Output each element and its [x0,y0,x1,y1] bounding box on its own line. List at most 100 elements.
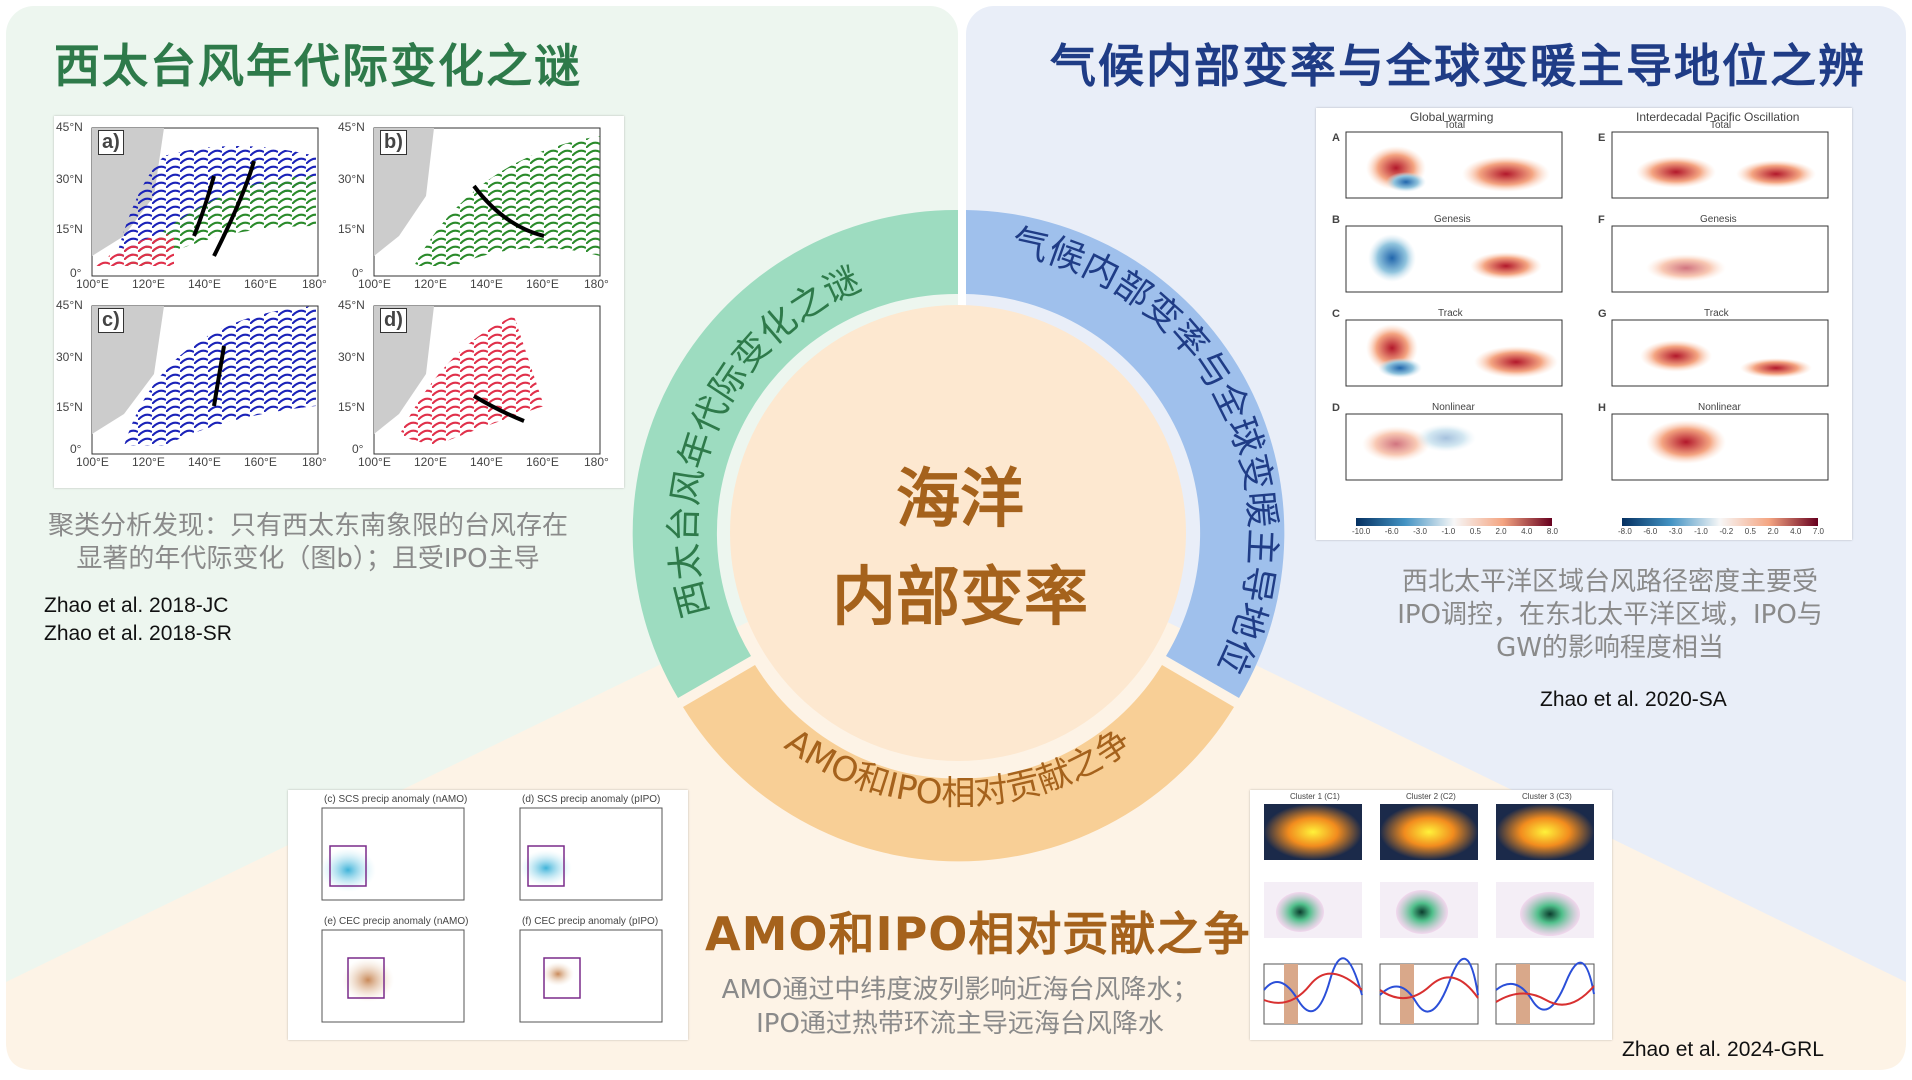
lon-label: 100°E [358,455,391,469]
bottom-desc-line2: IPO通过热带环流主导远海台风降水 [756,1009,1164,1039]
cbar-tick: -6.0 [1643,527,1658,536]
cluster-rainfall-figure: Cluster 1 (C1) Cluster 2 (C2) Cluster 3 … [1250,790,1612,1040]
lon-label: 100°E [76,277,109,291]
topright-desc-line3: GW的影响程度相当 [1496,633,1724,663]
panel-letter: E [1598,132,1606,144]
precip-panel-title: (e) CEC precip anomaly (nAMO) [324,916,469,927]
panel-letter: C [1332,308,1340,320]
lon-label: 160°E [526,455,559,469]
center-title-line2: 内部变率 [832,561,1088,635]
lon-label: 180° [584,455,609,469]
lat-label: 15°N [56,400,83,414]
cbar-tick: 2.0 [1767,527,1779,536]
panel-a-label: a) [98,130,124,155]
typhoon-cluster-plot [91,127,601,455]
topleft-desc-line1: 聚类分析发现：只有西太东南象限的台风存在 [47,511,568,541]
precip-panel-title: (f) CEC precip anomaly (pIPO) [522,916,659,927]
lon-label: 140°E [470,455,503,469]
lon-label: 120°E [132,455,165,469]
lat-label: 30°N [56,172,83,186]
cbar-tick: -1.0 [1694,527,1708,536]
lon-label: 100°E [76,455,109,469]
cbar-tick: -8.0 [1618,527,1632,536]
cbar-tick: -3.0 [1668,527,1683,536]
lon-label: 160°E [526,277,559,291]
gw-column-title: Global warming [1410,110,1494,124]
topleft-ref-2: Zhao et al. 2018-SR [44,622,232,645]
lon-label: 180° [584,277,609,291]
panel-b-label: b) [380,130,407,155]
panel-letter: D [1332,402,1340,414]
topright-desc-line1: 西北太平洋区域台风路径密度主要受 [1401,567,1818,597]
lon-label: 100°E [358,277,391,291]
row-label: Genesis [1434,214,1471,225]
topright-ref: Zhao et al. 2020-SA [1540,688,1727,711]
lon-label: 160°E [244,455,277,469]
lon-label: 140°E [188,277,221,291]
precip-anomaly-maps [320,807,663,1023]
lat-label: 30°N [338,350,365,364]
cluster-title: Cluster 1 (C1) [1290,792,1340,801]
gw-ipo-density-maps [1345,131,1829,526]
panel-letter: A [1332,132,1340,144]
cbar-tick: 0.5 [1469,527,1481,536]
topright-desc-line2: IPO调控，在东北太平洋区域，IPO与 [1397,600,1823,630]
panel-letter: G [1598,308,1607,320]
ring-green-segment [632,209,958,698]
cbar-tick: 7.0 [1812,527,1824,536]
precip-panel-title: (c) SCS precip anomaly (nAMO) [324,794,468,805]
lat-label: 15°N [338,222,365,236]
row-label: Nonlinear [1698,402,1741,413]
center-disc [730,305,1186,761]
lon-label: 120°E [414,277,447,291]
ring-blue-segment [966,210,1285,698]
cbar-tick: 4.0 [1521,527,1533,536]
topleft-title: 西太台风年代际变化之谜 [54,39,582,93]
lat-label: 0° [70,266,82,280]
cbar-tick: -10.0 [1352,527,1371,536]
row-label: Total [1444,120,1466,131]
bottom-title: AMO和IPO相对贡献之争 [705,907,1251,961]
cbar-tick: -1.0 [1441,527,1456,536]
cbar-tick: 0.5 [1744,527,1756,536]
lat-label: 0° [352,442,364,456]
panel-letter: H [1598,402,1606,414]
cbar-tick: -3.0 [1413,527,1427,536]
bottom-ref: Zhao et al. 2024-GRL [1622,1038,1824,1061]
gw-ipo-density-figure: Global warming Interdecadal Pacific Osci… [1316,108,1852,540]
lat-label: 30°N [56,350,83,364]
lat-label: 45°N [338,120,365,134]
lon-label: 120°E [414,455,447,469]
precip-panel-title: (d) SCS precip anomaly (pIPO) [522,794,661,805]
row-label: Nonlinear [1432,402,1475,413]
panel-letter: F [1598,214,1605,226]
lat-label: 45°N [56,120,83,134]
typhoon-cluster-figure: a) b) c) d) 45°N 30°N 15°N 0° 45°N 30°N … [54,116,624,488]
cluster-rainfall-panels [1263,804,1595,1025]
lon-label: 160°E [244,277,277,291]
lat-label: 0° [70,442,82,456]
cbar-tick: -0.2 [1719,527,1734,536]
panel-letter: B [1332,214,1340,226]
lat-label: 45°N [56,298,83,312]
cbar-tick: 4.0 [1790,527,1802,536]
lat-label: 15°N [338,400,365,414]
lat-label: 30°N [338,172,365,186]
lon-label: 140°E [188,455,221,469]
row-label: Genesis [1700,214,1737,225]
ring-orange-segment [683,665,1234,862]
row-label: Track [1704,308,1729,319]
topleft-ref-1: Zhao et al. 2018-JC [44,594,229,617]
cluster-title: Cluster 2 (C2) [1406,792,1456,801]
lon-label: 180° [302,455,327,469]
topright-title: 气候内部变率与全球变暖主导地位之辨 [1050,39,1866,93]
cbar-tick: -6.0 [1384,527,1399,536]
lon-label: 180° [302,277,327,291]
lat-label: 0° [352,266,364,280]
ipo-column-title: Interdecadal Pacific Oscillation [1636,110,1800,124]
cbar-tick: 8.0 [1546,527,1558,536]
panel-c-label: c) [98,308,124,333]
cluster-title: Cluster 3 (C3) [1522,792,1572,801]
